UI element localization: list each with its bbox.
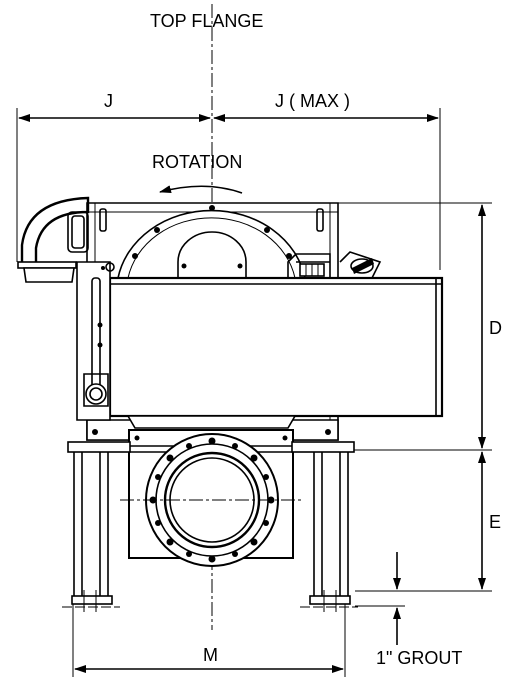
dimension-j-max-label: J ( MAX ) xyxy=(275,91,350,111)
top-right-fittings xyxy=(287,251,382,279)
dimension-e-label: E xyxy=(489,512,501,532)
dimension-m-label: M xyxy=(203,645,218,665)
dimension-j xyxy=(16,108,441,270)
inlet-flange xyxy=(120,433,304,567)
dimension-e xyxy=(355,451,492,592)
left-leg xyxy=(62,441,131,612)
grout-label: 1" GROUT xyxy=(376,648,462,668)
dimension-d-label: D xyxy=(489,318,502,338)
dimension-j-label: J xyxy=(104,91,113,111)
pump-housing xyxy=(86,202,444,441)
left-elbow-hood xyxy=(17,196,90,283)
dimension-d xyxy=(338,202,492,451)
left-bracket xyxy=(76,261,115,421)
dimension-m xyxy=(72,603,346,677)
dimension-grout xyxy=(355,552,405,645)
rotation-label: ROTATION xyxy=(152,152,242,172)
rotation-arrow xyxy=(159,185,243,194)
right-leg xyxy=(291,441,358,612)
top-flange-label: TOP FLANGE xyxy=(150,11,263,31)
